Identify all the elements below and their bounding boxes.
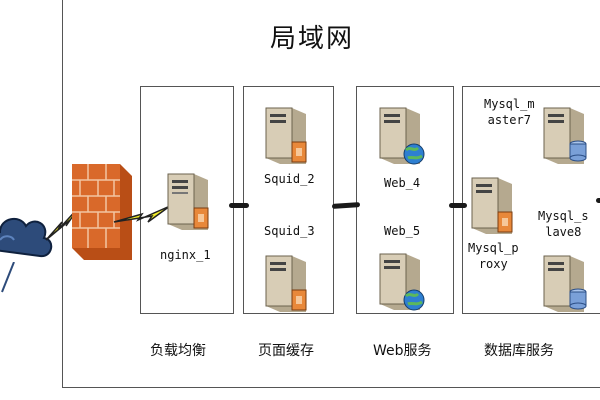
connector-db-right xyxy=(596,198,600,203)
web-5-label: Web_5 xyxy=(384,224,421,238)
mysql-slave-server-icon xyxy=(543,255,587,312)
internet-link-line xyxy=(1,262,15,293)
mysql-proxy-label: Mysql_p roxy xyxy=(468,240,519,272)
connector-lb-cache xyxy=(229,203,249,208)
squid-3-server-icon xyxy=(265,255,307,312)
mysql-master-label: Mysql_m aster7 xyxy=(484,96,535,128)
mysql-proxy-server-icon xyxy=(471,177,513,234)
mysql-master-server-icon xyxy=(543,107,587,164)
internet-cloud-icon xyxy=(0,217,53,258)
mysql-slave-label: Mysql_s lave8 xyxy=(538,208,589,240)
mysql-slave-label-line1: Mysql_s xyxy=(538,209,589,223)
mysql-proxy-label-line1: Mysql_p xyxy=(468,241,519,255)
web-4-server-icon xyxy=(379,107,425,165)
tier-label-web-service: Web服务 xyxy=(373,343,432,359)
squid-2-server-icon xyxy=(265,107,307,164)
lightning-bolt-icon xyxy=(113,205,171,223)
nginx-server-icon xyxy=(167,173,209,230)
firewall-icon xyxy=(72,164,132,260)
mysql-slave-label-line2: lave8 xyxy=(545,225,582,239)
tier-label-database-service: 数据库服务 xyxy=(484,343,554,359)
mysql-proxy-label-line2: roxy xyxy=(478,257,508,271)
tier-label-page-cache: 页面缓存 xyxy=(258,343,314,359)
mysql-master-label-line2: aster7 xyxy=(487,113,531,127)
squid-3-label: Squid_3 xyxy=(264,224,315,238)
web-5-server-icon xyxy=(379,253,425,311)
nginx-label: nginx_1 xyxy=(160,248,211,262)
tier-label-load-balancer: 负载均衡 xyxy=(150,343,206,359)
web-4-label: Web_4 xyxy=(384,176,421,190)
mysql-master-label-line1: Mysql_m xyxy=(484,97,535,111)
squid-2-label: Squid_2 xyxy=(264,172,315,186)
connector-web-db xyxy=(449,203,467,208)
lan-title: 局域网 xyxy=(270,24,355,54)
